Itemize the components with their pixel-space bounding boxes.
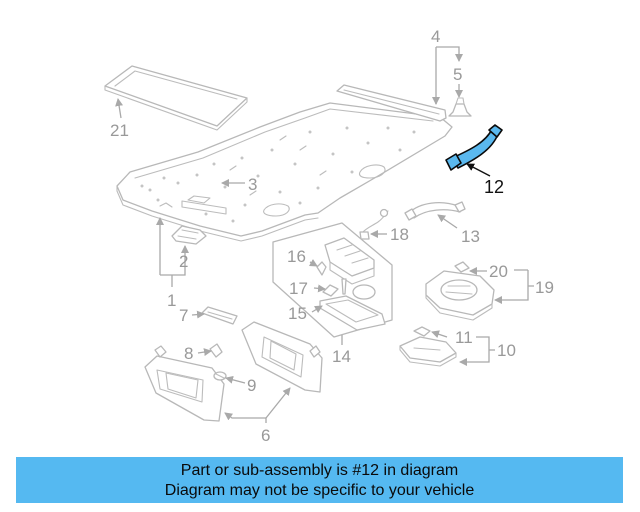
callout-21: 21	[110, 121, 129, 140]
diagram-notice-banner: Part or sub-assembly is #12 in diagram D…	[16, 457, 623, 503]
part-8-clip	[209, 343, 223, 358]
callout-16: 16	[287, 247, 306, 266]
callout-11: 11	[455, 328, 473, 347]
callout-9: 9	[247, 376, 256, 395]
part-18-socket	[359, 208, 389, 240]
callout-6: 6	[261, 426, 270, 445]
callout-1: 1	[167, 291, 176, 310]
part-19-map-light	[425, 261, 495, 321]
part-6-left-visor	[144, 345, 225, 422]
callout-2: 2	[179, 252, 188, 271]
headliner	[116, 102, 453, 242]
notice-part-line: Part or sub-assembly is #12 in diagram	[180, 462, 459, 479]
callout-14: 14	[332, 347, 351, 366]
callout-5: 5	[453, 65, 462, 84]
callout-3: 3	[248, 175, 257, 194]
callout-labels: 4 5 21 3 12 18 13 2 16 20 17 19 1 15 7 1…	[110, 27, 554, 445]
callout-13: 13	[461, 227, 480, 246]
part-13-grab-handle	[404, 201, 466, 221]
part-9-clip	[213, 371, 227, 381]
callout-4: 4	[431, 27, 440, 46]
callout-17: 17	[289, 279, 308, 298]
part-10-lamp	[399, 326, 457, 367]
part-4-rail	[336, 84, 447, 122]
part-14-console	[272, 222, 393, 338]
part-2-lamp	[171, 225, 207, 245]
callout-15: 15	[288, 304, 307, 323]
parts-diagram: 4 5 21 3 12 18 13 2 16 20 17 19 1 15 7 1…	[104, 27, 554, 445]
callout-20: 20	[489, 262, 508, 281]
part-12-grab-handle	[445, 124, 503, 171]
notice-disclaimer-line: Diagram may not be specific to your vehi…	[164, 482, 475, 499]
callout-8: 8	[184, 344, 193, 363]
callout-7: 7	[179, 306, 188, 325]
callout-10: 10	[497, 341, 516, 360]
part-5-clip	[448, 97, 472, 117]
callout-19: 19	[535, 278, 554, 297]
part-6-right-visor	[241, 321, 323, 393]
part-21-panel	[104, 65, 248, 131]
callout-18: 18	[390, 225, 409, 244]
callout-12: 12	[484, 177, 504, 197]
part-7-cover	[201, 306, 238, 325]
leader-lines	[115, 46, 534, 423]
